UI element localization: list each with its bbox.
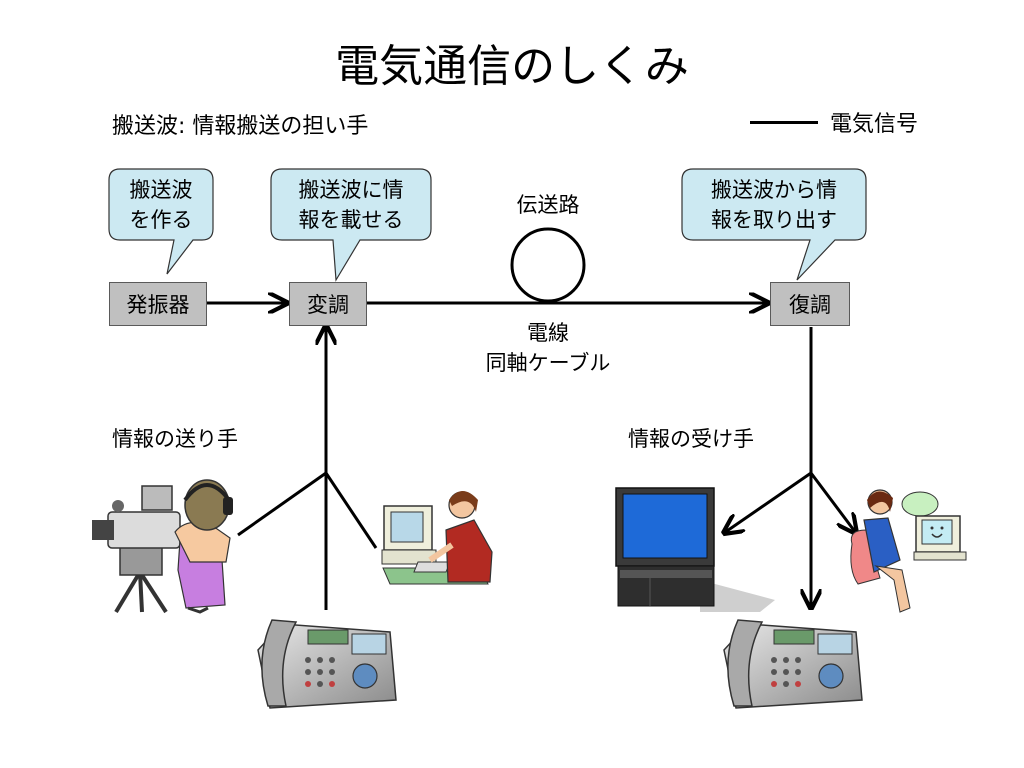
sender-label: 情報の送り手	[112, 427, 238, 451]
arrow-to-woman	[809, 472, 856, 533]
callout-oscillator: 搬送波 を作る	[109, 175, 213, 235]
receiver-label: 情報の受け手	[628, 427, 754, 451]
subtitle: 搬送波: 情報搬送の担い手	[112, 114, 369, 139]
callout-modulator-line-2: 報を載せる	[298, 208, 404, 232]
callout-bubble-oscillator	[108, 168, 214, 275]
transmission-loop-icon	[510, 227, 586, 303]
computer-user-icon	[381, 491, 493, 585]
sender-branch-left	[237, 471, 327, 537]
line-labels: 電線 同軸ケーブル	[458, 318, 638, 378]
legend-line-swatch	[750, 120, 818, 124]
slide-title: 電気通信のしくみ	[335, 41, 689, 92]
woman-with-computer-icon	[850, 489, 967, 613]
callout-demodulator-line-2: 報を取り出す	[711, 208, 837, 232]
legend-label: 電気信号	[830, 112, 919, 137]
callout-bubble-modulator	[270, 168, 432, 282]
television-icon	[615, 487, 775, 612]
callout-modulator-line-1: 搬送波に情	[298, 178, 404, 202]
telephone-icon-receiver	[723, 619, 863, 709]
arrow-to-television	[724, 471, 812, 533]
oscillator-box: 発振器	[109, 282, 207, 326]
demodulator-box: 復調	[770, 282, 850, 326]
transmission-path-label: 伝送路	[516, 193, 580, 217]
callout-oscillator-line-2: を作る	[129, 208, 193, 232]
callout-modulator: 搬送波に情 報を載せる	[271, 175, 431, 235]
legend: 電気信号	[750, 108, 919, 137]
video-camera-operator-icon	[92, 479, 233, 614]
telephone-icon-sender	[257, 619, 397, 709]
line-label-wire: 電線	[527, 321, 569, 345]
callout-demodulator-line-1: 搬送波から情	[711, 178, 837, 202]
callout-bubble-demodulator	[681, 168, 867, 281]
callout-oscillator-line-1: 搬送波	[129, 178, 193, 202]
line-label-coax: 同軸ケーブル	[485, 351, 611, 375]
modulator-box: 変調	[289, 282, 367, 326]
sender-branch-right	[324, 472, 378, 549]
callout-demodulator: 搬送波から情 報を取り出す	[682, 175, 866, 235]
